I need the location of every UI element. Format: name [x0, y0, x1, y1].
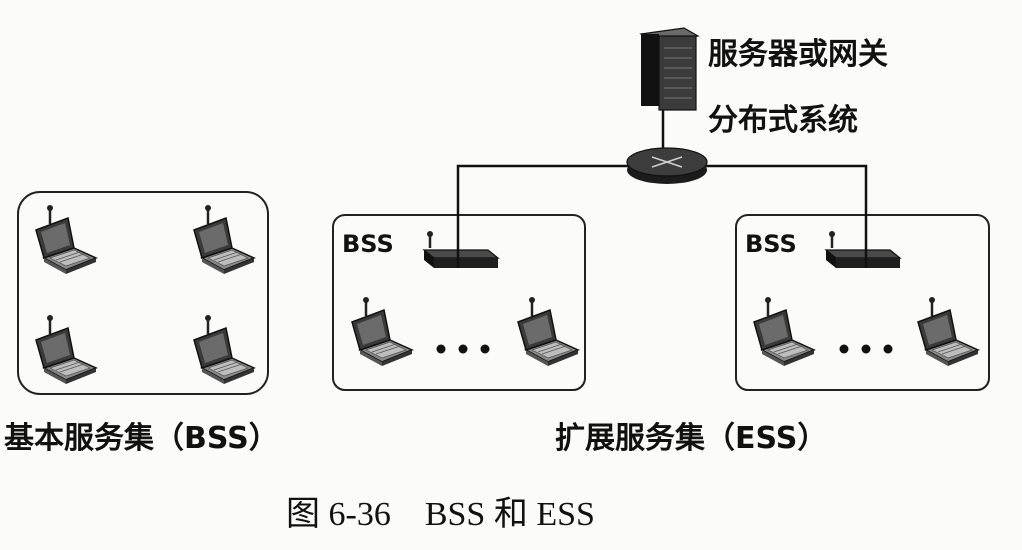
server-icon: [639, 27, 700, 111]
ess-caption: 扩展服务集（ESS）: [555, 421, 827, 456]
bss-b-label: BSS: [745, 230, 797, 258]
laptop-icon: [916, 295, 980, 368]
figure-caption: 图 6-36 BSS 和 ESS: [286, 496, 595, 533]
laptop-icon: [752, 295, 816, 368]
switch-icon: [626, 147, 708, 184]
bss-basic-caption: 基本服务集（BSS）: [4, 421, 279, 456]
bss-a-label: BSS: [342, 230, 394, 258]
bss-basic-box: [17, 191, 269, 395]
access-point-icon: [824, 229, 902, 270]
ellipsis-dots: [436, 344, 490, 354]
laptop-icon: [350, 295, 414, 368]
laptop-icon: [34, 313, 98, 386]
distribution-label: 分布式系统: [708, 103, 858, 138]
laptop-icon: [516, 295, 580, 368]
access-point-icon: [422, 229, 500, 270]
laptop-icon: [192, 203, 256, 276]
ess-bss-box-b: [735, 214, 990, 391]
server-label: 服务器或网关: [708, 37, 888, 72]
ellipsis-dots: [839, 344, 893, 354]
laptop-icon: [34, 203, 98, 276]
laptop-icon: [192, 313, 256, 386]
network-links: [456, 108, 868, 268]
